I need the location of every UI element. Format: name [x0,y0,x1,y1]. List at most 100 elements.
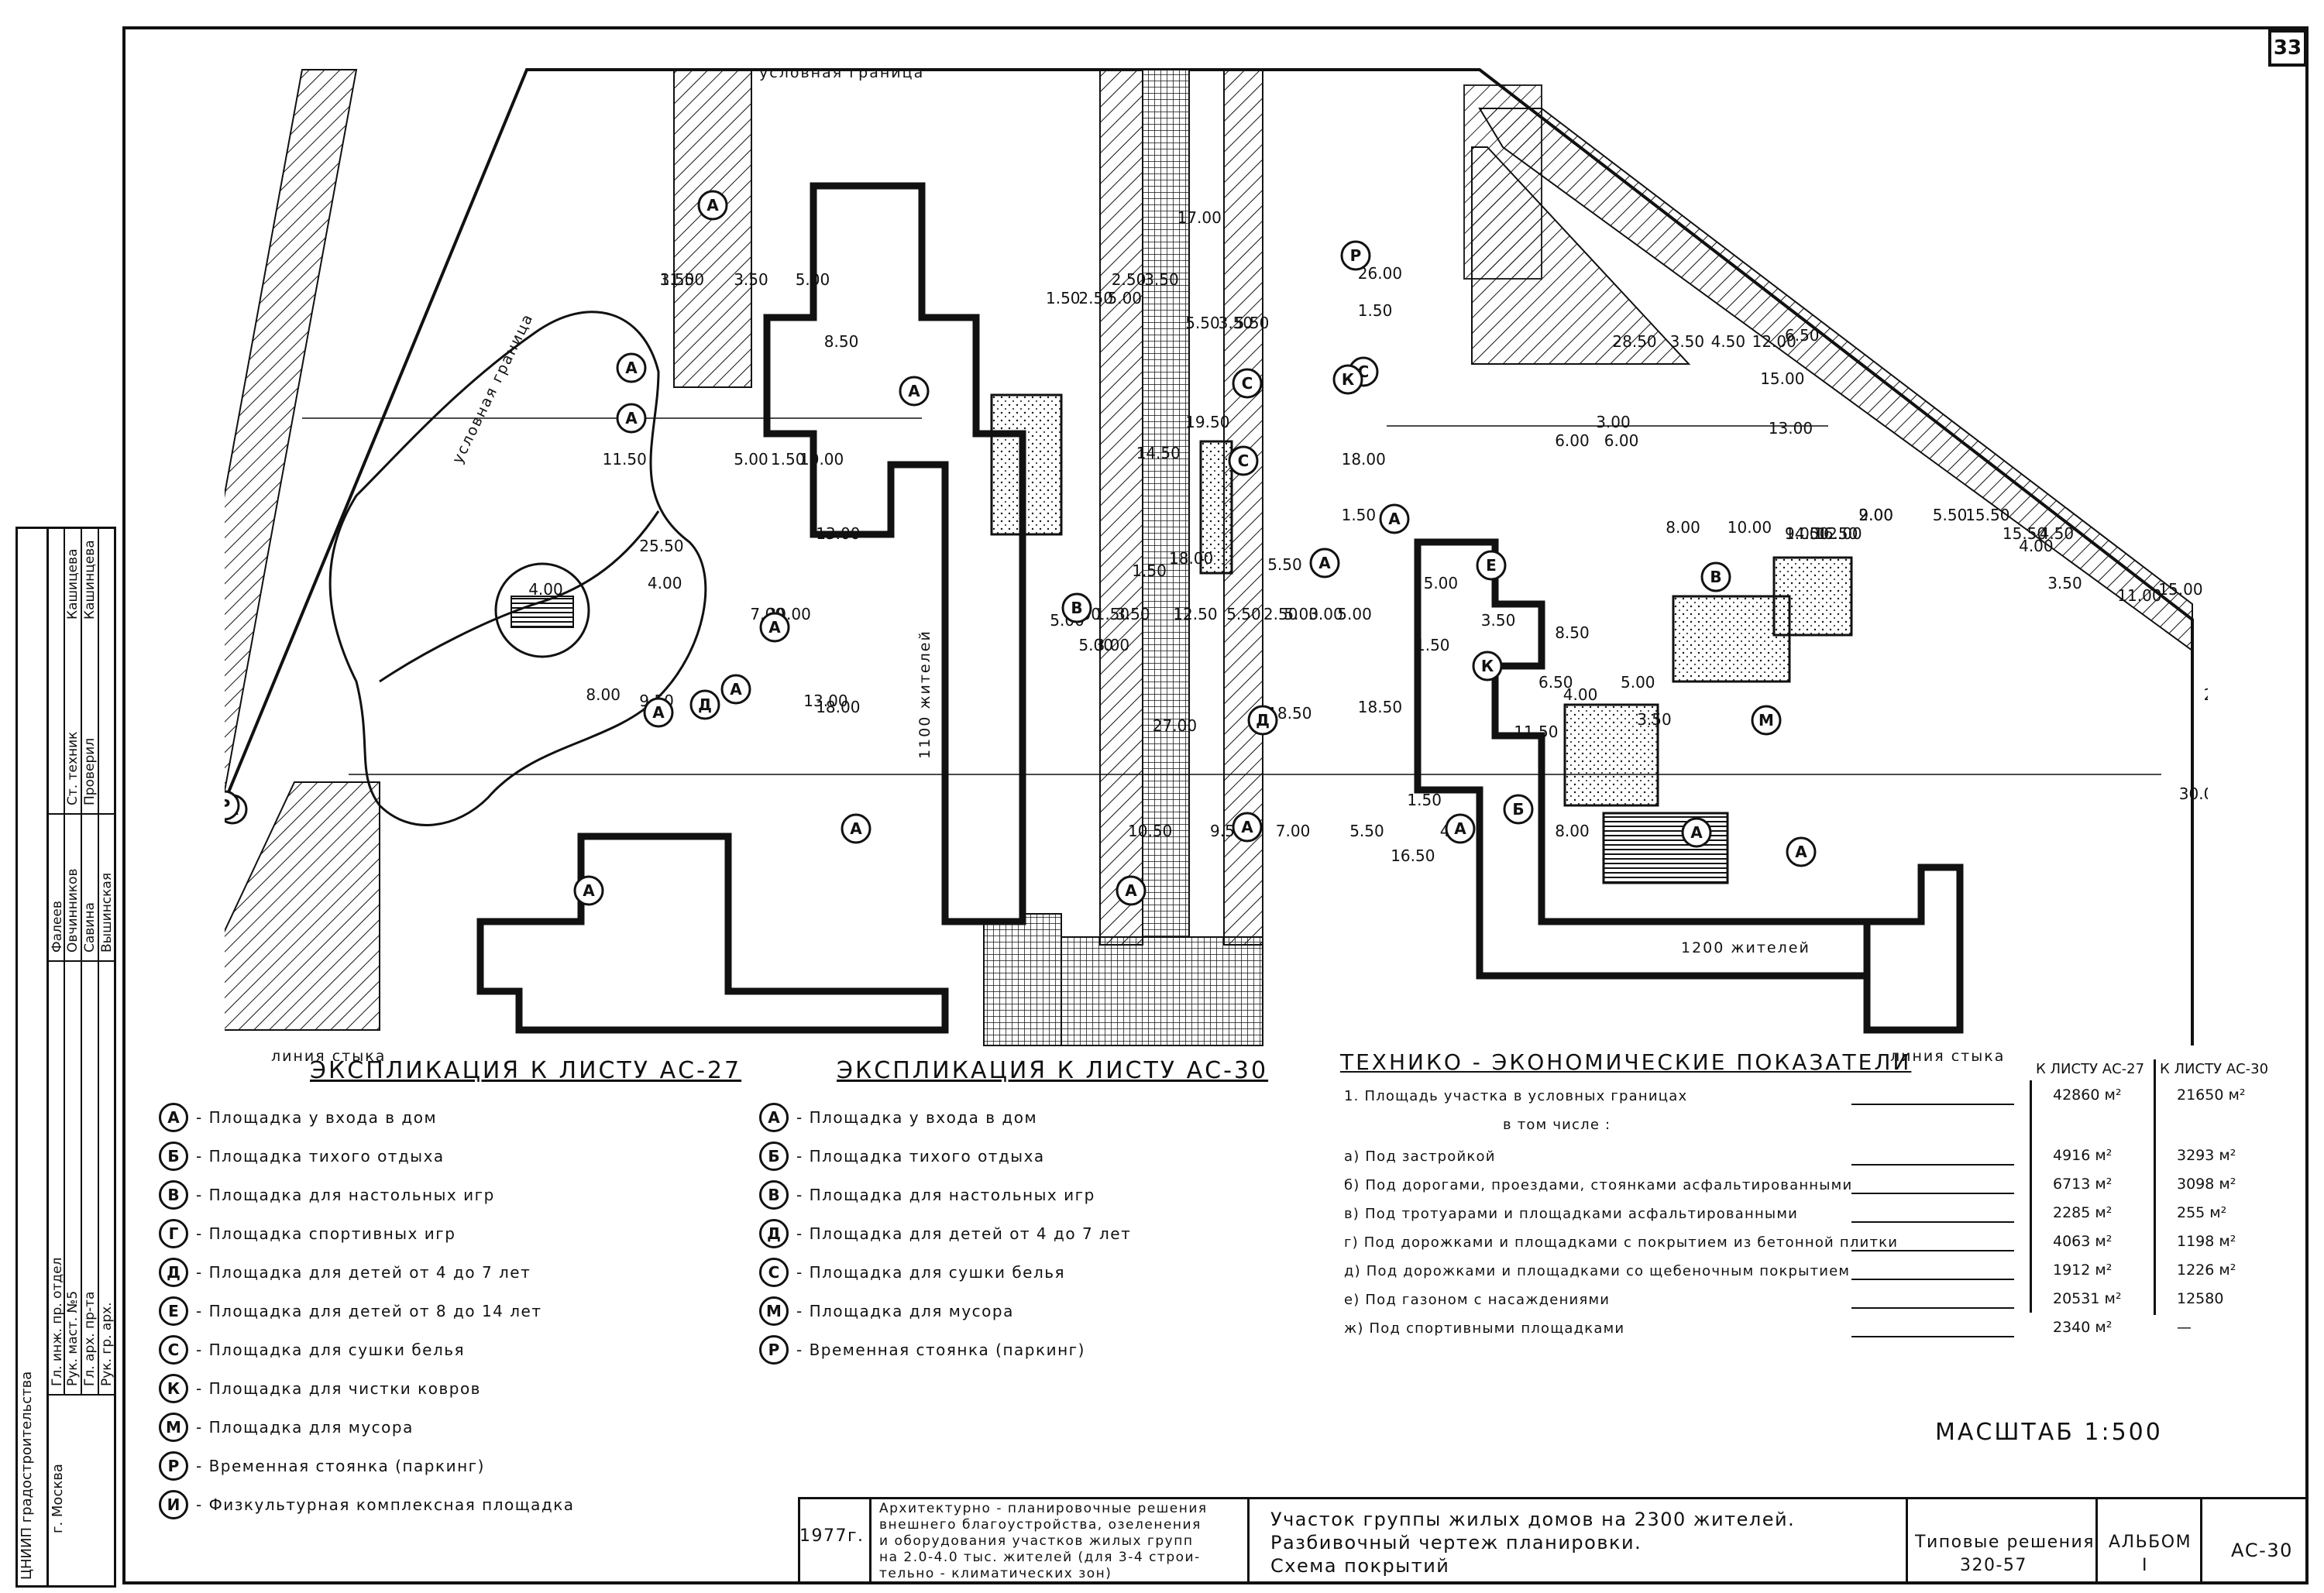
dim-label: 19.50 [1185,413,1229,431]
area-marker: С [1228,445,1259,476]
area-marker: А [899,376,930,407]
tech-value-ac27: 2340 м² [2053,1319,2113,1336]
area-marker: А [573,875,604,906]
exp30-item-text: - Площадка для сушки белья [796,1263,1066,1282]
tb-series-2: 320-57 [1960,1556,2027,1575]
area-marker: В [1700,561,1731,592]
dim-label: 6.50 [1785,326,1820,345]
dim-label: 10.50 [1128,822,1172,840]
tb-year: 1977г. [799,1526,865,1546]
exp27-item-key: А [159,1103,188,1132]
dim-label: 28.50 [1612,332,1656,351]
svg-text:А: А [1690,823,1703,842]
area-marker: А [720,674,751,705]
exp30-item-key: Д [759,1219,789,1248]
dim-label: 8.00 [586,685,621,704]
sheet-number: 33 [2268,29,2307,67]
svg-text:В: В [1710,568,1721,586]
exp30-item-text: - Временная стоянка (паркинг) [796,1341,1085,1359]
dim-label: 3.00 [1095,636,1130,654]
svg-text:А: А [625,409,638,427]
dim-label: 5.00 [796,270,830,289]
dim-label: 8.50 [1555,623,1590,642]
svg-text:С: С [1238,451,1250,470]
svg-text:А: А [908,382,920,400]
label-junction-left: линия стыка [271,1048,386,1061]
dim-label: 12.50 [1173,605,1217,623]
tech-col1-header: К ЛИСТУ АС-27 [2036,1061,2145,1077]
dim-label: 13.00 [803,692,847,710]
label-residents-1100: 1100 жителей [916,630,933,759]
tech-row-label: г) Под дорожками и площадками с покрытие… [1344,1234,1899,1251]
area-marker: А [1681,817,1712,848]
dim-label: 14.50 [1136,444,1181,462]
label-boundary-left: условная граница [449,311,537,466]
area-marker: Д [689,689,720,720]
exp27-item: С- Площадка для сушки белья [159,1330,575,1369]
dim-label: 13.00 [1769,419,1813,438]
exp27-item-text: - Площадка для детей от 4 до 7 лет [196,1263,531,1282]
exp27-item-key: Г [159,1219,188,1248]
exp30-item-key: В [759,1180,789,1210]
dim-label: 11.50 [660,270,704,289]
dim-label: 3.50 [1637,710,1672,729]
parking-left [225,781,380,1031]
area-marker: А [1445,813,1476,844]
site-plan: условная граница условная граница 1100 ж… [225,64,2208,1061]
area-marker: С [1232,368,1263,399]
dim-label: 13.00 [816,524,860,543]
svg-text:Р: Р [1350,246,1362,265]
area-marker: Р [1340,240,1371,271]
dim-label: 15.50 [2003,524,2047,543]
svg-text:Д: Д [1256,711,1270,730]
dim-label: 2.50 [1078,289,1113,307]
tech-value-ac27: 42860 м² [2053,1087,2122,1104]
dim-label: 3.50 [660,270,695,289]
exp27-item: Б- Площадка тихого отдыха [159,1137,575,1176]
dim-label: 5.50 [1933,506,1968,524]
exp27-item-key: К [159,1374,188,1403]
dim-label: 11.00 [2117,586,2161,605]
dim-label: 2.50 [1112,270,1147,289]
dim-label: 15.50 [1965,506,2009,524]
tech-value-ac30: 255 м² [2177,1204,2227,1221]
dim-label: 5.00 [1621,673,1655,692]
area-marker: Е [1476,550,1507,581]
exp30-item-key: Р [759,1335,789,1365]
exp27-item-text: - Площадка для настольных игр [196,1186,495,1204]
stamp-name2-2: Кашинцева [82,540,98,620]
stamp-city: г. Москва [50,1464,66,1533]
area-marker: А [616,352,647,383]
exp27-item-text: - Площадка для чистки ковров [196,1379,481,1398]
dim-label: 5.50 [1235,314,1270,332]
tb-project-line: Архитектурно - планировочные решения [879,1501,1208,1516]
dim-label: 9.00 [1858,506,1893,524]
svg-text:А: А [768,618,781,637]
dim-label: 3.50 [1481,611,1516,630]
dim-label: 6.00 [1604,431,1639,450]
svg-text:Р: Р [225,796,230,815]
dim-label: 10.00 [799,450,844,469]
stamp-name-4: Вышинская [99,872,115,953]
site-outline [225,68,2194,1045]
exp27-item-key: Б [159,1142,188,1171]
exp27-item: И- Физкультурная комплексная площадка [159,1485,575,1524]
exp30-item-text: - Площадка у входа в дом [796,1108,1038,1127]
dim-label: 8.50 [824,332,859,351]
svg-text:А: А [1241,818,1253,836]
dim-label: 3.00 [1596,413,1631,431]
area-marker: А [1116,875,1147,906]
dim-label: 5.00 [734,450,768,469]
dim-label: 18.00 [1169,549,1213,568]
tech-value-ac27: 20531 м² [2053,1290,2122,1307]
scale-label: МАСШТАБ 1:500 [1935,1419,2163,1446]
tb-series-1: Типовые решения [1915,1533,2095,1552]
dim-label: 4.00 [648,574,682,592]
area-marker: А [841,813,871,844]
svg-text:Д: Д [698,695,712,714]
stamp-role-1: Гл. инж. пр. отдел [50,1257,65,1386]
parking-triangle [1471,146,1691,365]
dim-label: 6.50 [1538,673,1573,692]
exp27-item-text: - Физкультурная комплексная площадка [196,1495,575,1514]
exp30-item: М- Площадка для мусора [759,1292,1131,1330]
